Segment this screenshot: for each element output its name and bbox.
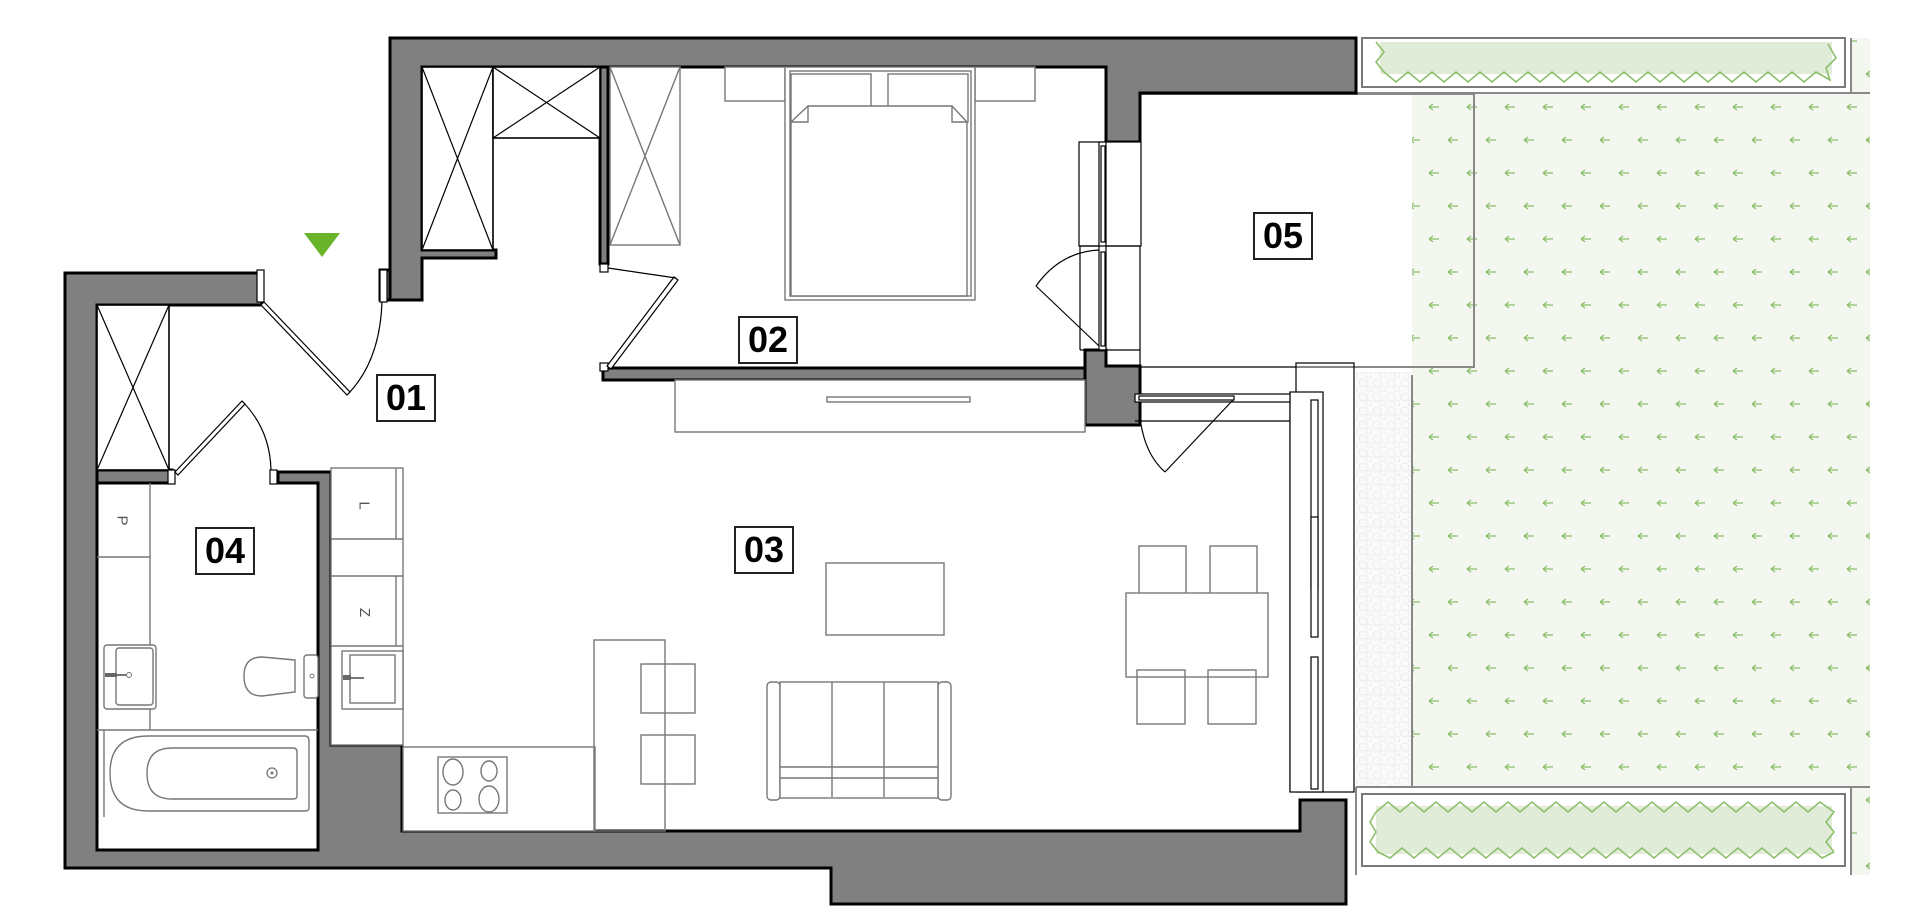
tv-console [674, 379, 1086, 433]
bathroom-fixtures [97, 483, 319, 817]
appliance-dishwasher-label: Z [356, 607, 374, 618]
entry-arrow-icon [304, 233, 340, 257]
pebble-strip [1356, 372, 1412, 787]
bedroom-fixtures [599, 66, 1142, 372]
room-label-bathroom[interactable]: 04 [195, 527, 255, 575]
bedroom-balcony-door[interactable] [1035, 249, 1100, 347]
grass-lawn [1412, 93, 1870, 375]
nightstand-right [974, 66, 1036, 102]
washbasin [103, 644, 157, 710]
bedroom-window [1078, 141, 1142, 366]
wall-bedroom-right [1083, 348, 1142, 427]
wall-bedroom-bottom [601, 366, 1087, 382]
dining-set [1125, 545, 1269, 725]
walls [63, 36, 1358, 906]
planter-bottom [1361, 793, 1846, 867]
bathtub [103, 730, 310, 817]
grass-strip-bottom-right [1851, 787, 1870, 875]
room-label-bedroom[interactable]: 02 [738, 316, 798, 364]
cooktop [437, 756, 508, 814]
entrance-door[interactable] [256, 269, 388, 396]
bed [784, 66, 976, 301]
room-label-balcony[interactable]: 05 [1253, 212, 1313, 260]
bedroom-door[interactable] [599, 263, 679, 372]
kitchen-fixtures [330, 467, 696, 832]
terrace-door[interactable] [1134, 393, 1291, 473]
living-glazing [1134, 362, 1355, 793]
living-fixtures [766, 545, 1269, 801]
sofa [766, 681, 952, 801]
wall-bedroom-left [598, 65, 610, 266]
nightstand-left [724, 66, 786, 102]
coffee-table [825, 562, 945, 636]
appliance-fridge-label: L [355, 501, 373, 510]
appliance-washer-label: P [113, 515, 131, 526]
bar-stool-1 [640, 663, 696, 714]
wall-bath-top [95, 468, 174, 485]
bar-stool-2 [640, 734, 696, 785]
grass-strip-top-right [1851, 38, 1870, 93]
room-label-hall[interactable]: 01 [376, 374, 436, 422]
hall-fixtures [96, 66, 601, 485]
room-label-living[interactable]: 03 [734, 526, 794, 574]
planter-top [1361, 37, 1846, 88]
garden-area [1355, 37, 1870, 875]
toilet [243, 654, 319, 699]
grass-lawn-lower [1412, 375, 1870, 787]
kitchen-sink [341, 650, 404, 710]
bathroom-door[interactable] [167, 400, 278, 485]
